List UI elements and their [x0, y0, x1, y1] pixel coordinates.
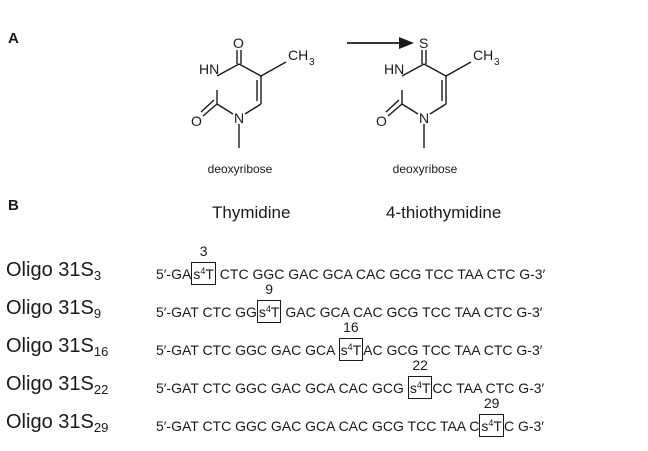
atom-label: O — [233, 35, 244, 51]
oligo-label: Oligo 31S9 — [6, 297, 102, 321]
sugar-label: deoxyribose — [208, 162, 273, 176]
oligo-label: Oligo 31S3 — [6, 259, 102, 283]
oligo-sequence: 5′-GAT CTC GGC GAC GCA CAC GCG TCC TAA C… — [156, 396, 544, 437]
panel-label-a: A — [8, 30, 19, 47]
bond — [429, 103, 447, 115]
thiothymidine-structure — [385, 50, 472, 148]
oligo-label: Oligo 31S29 — [6, 411, 109, 435]
bond — [216, 63, 240, 77]
oligo-row-31s22: Oligo 31S22 5′-GAT CTC GGC GAC GCA CAC G… — [6, 358, 646, 399]
bond — [216, 103, 234, 115]
atom-subscript: 3 — [494, 57, 500, 68]
atom-label: O — [376, 113, 387, 129]
thiothymidine-atoms: S HN O N CH 3 deoxyribose — [376, 35, 500, 176]
position-label: 29 — [483, 395, 500, 411]
bond — [445, 61, 472, 77]
atom-label: CH — [288, 47, 308, 63]
atom-subscript: 3 — [309, 57, 315, 68]
thymidine-structure — [200, 50, 287, 148]
position-label: 9 — [265, 281, 274, 297]
bond — [401, 63, 425, 77]
oligo-label: Oligo 31S16 — [6, 335, 109, 359]
thymidine-atoms: O HN O N CH 3 deoxyribose — [191, 35, 315, 176]
atom-label: N — [234, 110, 244, 126]
panel-label-b: B — [8, 197, 19, 214]
atom-label: CH — [473, 47, 493, 63]
oligo-label: Oligo 31S22 — [6, 373, 109, 397]
bond — [387, 103, 403, 117]
bond — [423, 63, 447, 77]
bond — [401, 103, 419, 115]
atom-label: HN — [384, 61, 404, 77]
bond — [385, 99, 400, 113]
bond — [260, 61, 287, 77]
position-label: 22 — [412, 357, 428, 373]
atom-label: O — [191, 113, 202, 129]
molecule-name-thymidine: Thymidine — [212, 203, 291, 222]
atom-label: S — [419, 35, 428, 51]
bond — [202, 103, 218, 117]
bond — [200, 99, 215, 113]
bond — [244, 103, 262, 115]
atom-label: N — [419, 110, 429, 126]
position-label: 16 — [343, 319, 359, 335]
arrow-icon — [347, 37, 414, 49]
sugar-label: deoxyribose — [393, 162, 458, 176]
atom-label: HN — [199, 61, 219, 77]
oligo-row-31s29: Oligo 31S29 5′-GAT CTC GGC GAC GCA CAC G… — [6, 396, 646, 437]
bond — [238, 63, 262, 77]
nucleobase-structures: O HN O N CH 3 deoxyribose S HN O N CH 3 … — [191, 35, 500, 176]
position-label: 3 — [199, 243, 208, 259]
molecule-name-thiothymidine: 4-thiothymidine — [386, 203, 502, 222]
